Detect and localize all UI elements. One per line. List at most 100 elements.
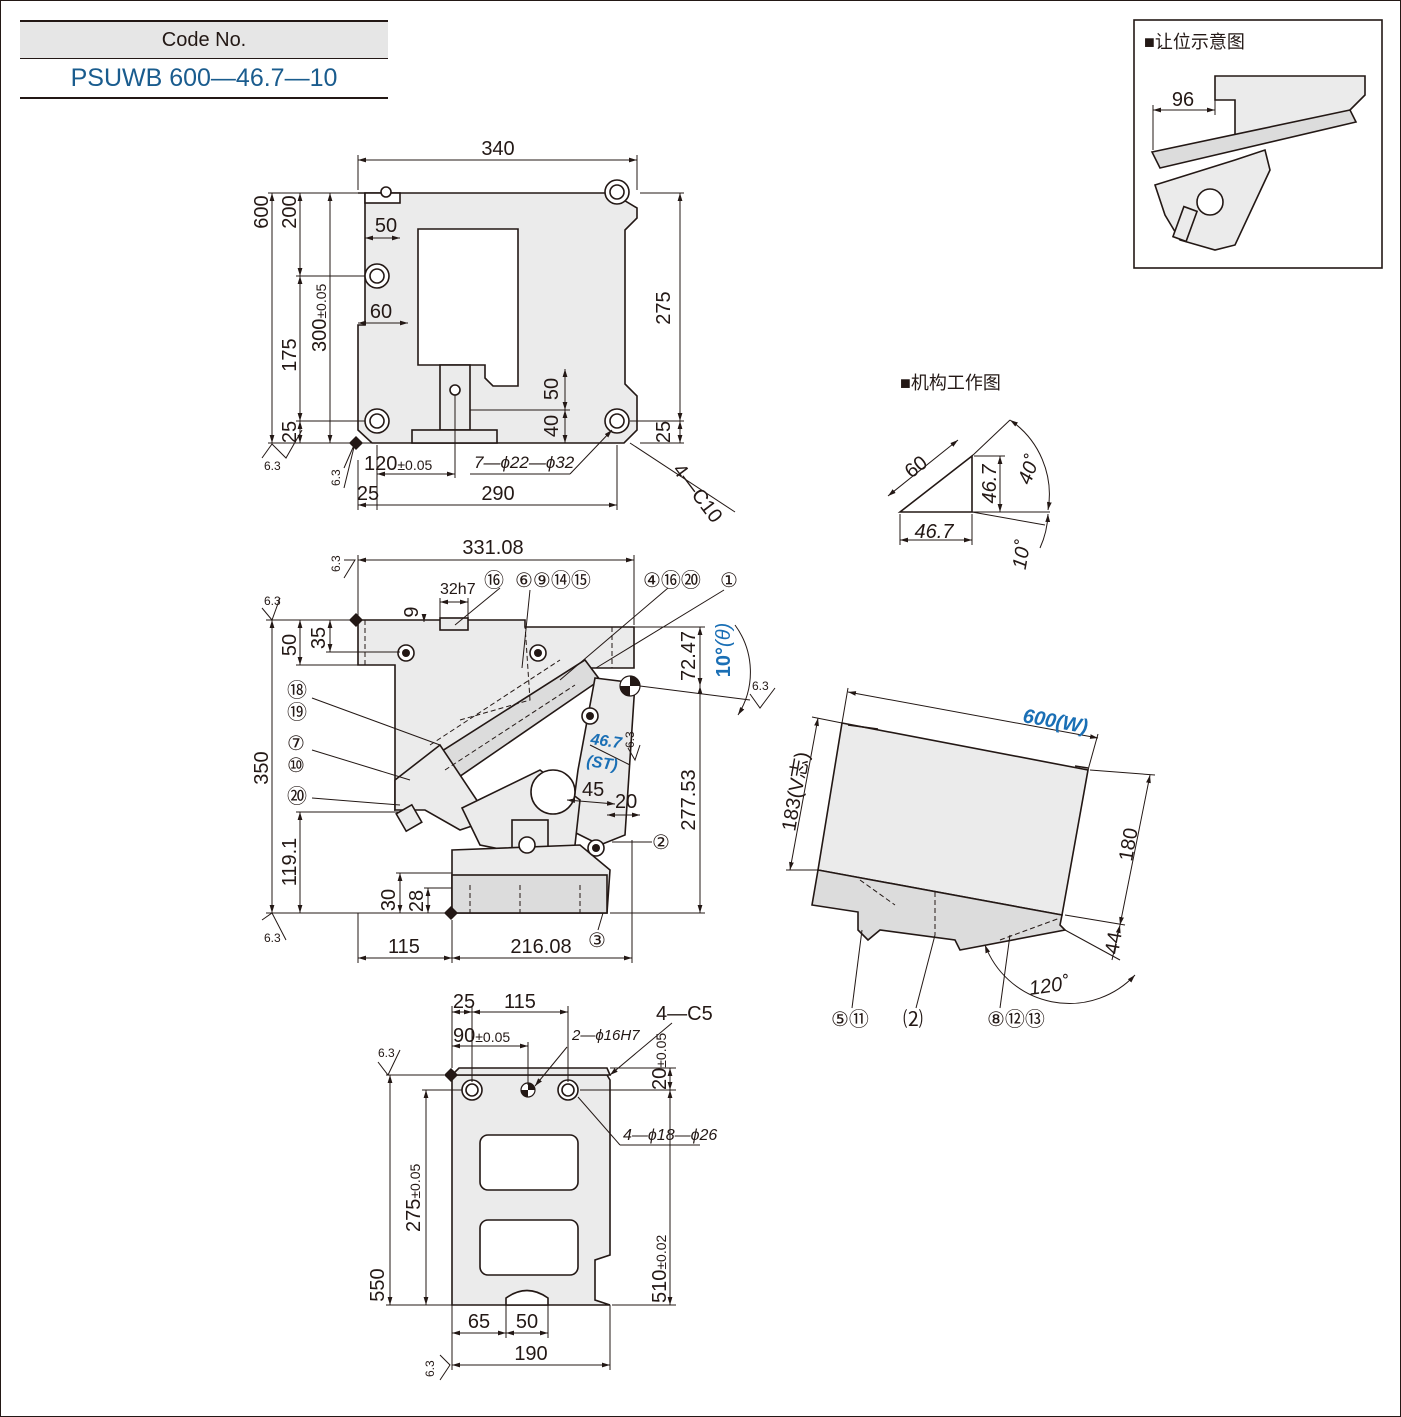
callout-20: ⑳ [287,785,307,808]
dim-20: 20 [615,791,637,813]
angle-10: 10°(θ) [713,623,735,677]
roughness-symbol [377,1049,451,1381]
top-cutout [417,228,519,387]
hole-spec: 4—ϕ18—ϕ26 [623,1127,717,1144]
clearance-frame [1133,19,1383,269]
dim-183: 183(V志) [777,750,814,833]
bottom-pocket [479,1219,579,1276]
dim-50-offset: 50 [375,215,397,237]
dim-290: 290 [481,483,514,505]
roughness-value: 6.3 [264,931,281,945]
bottom-notch [505,1289,549,1306]
dim-50: 50 [279,634,301,656]
dim-550: 550 [367,1268,389,1301]
clearance-diagram: ■让位示意图 96 [1133,19,1383,269]
roller [530,769,576,815]
datum-circle [619,675,641,697]
dim-275: 275 [653,291,675,324]
roughness-value: 6.3 [623,731,637,748]
dim-25-left: 25 [279,421,301,443]
dim-20: 20±0.05 [649,1033,671,1090]
clearance-arm [1150,109,1358,169]
iso-view: 600(W) 183(V志) 180 44 120˚ ⑤⑪ ⑵ ⑧⑫⑬ [777,687,1156,1031]
dim-200: 200 [279,195,301,228]
dim-190: 190 [514,1343,547,1365]
bottom-view: 25 115 90±0.05 2—ϕ16H7 4—C5 20±0.05 4—ϕ1… [367,991,717,1381]
callout-22: ⑵ [903,1008,923,1031]
dim-35: 35 [308,627,330,649]
dim-96: 96 [1172,89,1194,111]
dim-50-inner: 50 [541,378,563,400]
dim-50: 50 [516,1311,538,1333]
clearance-title: ■让位示意图 [1144,32,1245,52]
dim-175: 175 [279,338,301,371]
roughness-value: 6.3 [264,459,281,473]
roughness-symbol [261,559,776,941]
clearance-pin [1171,205,1199,243]
callout-5-11: ⑤⑪ [831,1008,869,1031]
dim-300: 300±0.05 [309,283,331,352]
callout-17: ⑯ [484,569,504,592]
code-header: Code No. [20,20,388,59]
base-plate [451,874,608,914]
chamfer-spec: 4—C10 [668,460,726,527]
dim-46-vertical: 46.7 [979,464,1001,504]
roughness-value: 6.3 [423,1360,437,1377]
stroke-value: 46.7 [588,731,623,752]
callout-1: ① [720,570,738,592]
dim-32h7: 32h7 [440,581,476,598]
angle-10: 10˚ [1009,538,1036,571]
callout-8-12-13: ⑧⑫⑬ [987,1008,1045,1031]
front-view: 331.08 32h7 9 35 50 350 119.1 30 28 115 … [251,537,776,963]
dim-180: 180 [1115,826,1142,863]
callout-4-16-21: ④⑯⑳ [643,569,701,592]
hole-spec: 7—ϕ22—ϕ32 [474,453,575,472]
dim-216: 216.08 [510,936,571,958]
dim-119: 119.1 [279,838,301,887]
stroke-label: (ST) [585,753,618,774]
dim-277: 277.53 [678,769,700,830]
dim-115: 115 [388,936,420,958]
roughness-value: 6.3 [752,679,769,693]
callout-18: ⑱ [287,679,307,702]
dowel-pin [520,1082,536,1098]
dim-25: 25 [453,991,475,1013]
top-view: 340 600 200 175 25 300±0.05 50 60 275 25… [251,138,736,527]
angle-120: 120˚ [1028,973,1071,1000]
dim-25-bottom: 25 [357,483,379,505]
dim-600: 600 [251,195,273,228]
dim-350: 350 [251,751,273,784]
roughness-value: 6.3 [329,469,343,486]
roughness-value: 6.3 [378,1046,395,1060]
bolt-head [397,644,605,857]
dim-90: 90±0.05 [453,1025,510,1047]
dim-25-right: 25 [653,421,675,443]
roughness-value: 6.3 [264,594,281,608]
dim-40-inner: 40 [541,415,563,437]
dim-60-offset: 60 [370,301,392,323]
mount-hole [461,1079,579,1101]
dim-28: 28 [406,890,428,912]
datum-marker [444,1068,458,1082]
code-value: PSUWB 600—46.7—10 [20,59,388,99]
callout-19: ⑲ [287,701,307,724]
roughness-value: 6.3 [329,555,343,572]
dim-60: 60 [901,452,932,483]
dim-65: 65 [468,1311,490,1333]
mechanism-title: ■机构工作图 [900,373,1001,393]
dim-9: 9 [401,606,423,617]
dim-120: 120±0.05 [364,453,433,475]
dim-600: 600(W) [1021,705,1090,738]
dim-115: 115 [504,991,536,1013]
dim-510: 510±0.02 [649,1234,671,1303]
callout-10: ⑩ [287,755,305,777]
mount-hole [364,179,630,434]
angle-40: 40˚ [1014,452,1045,487]
datum-marker [349,436,363,450]
dim-331: 331.08 [462,537,523,559]
bottom-pocket [479,1134,579,1191]
dim-340: 340 [481,138,514,160]
bottom-top-edge [450,1067,612,1076]
chamfer-spec: 4—C5 [656,1003,713,1025]
